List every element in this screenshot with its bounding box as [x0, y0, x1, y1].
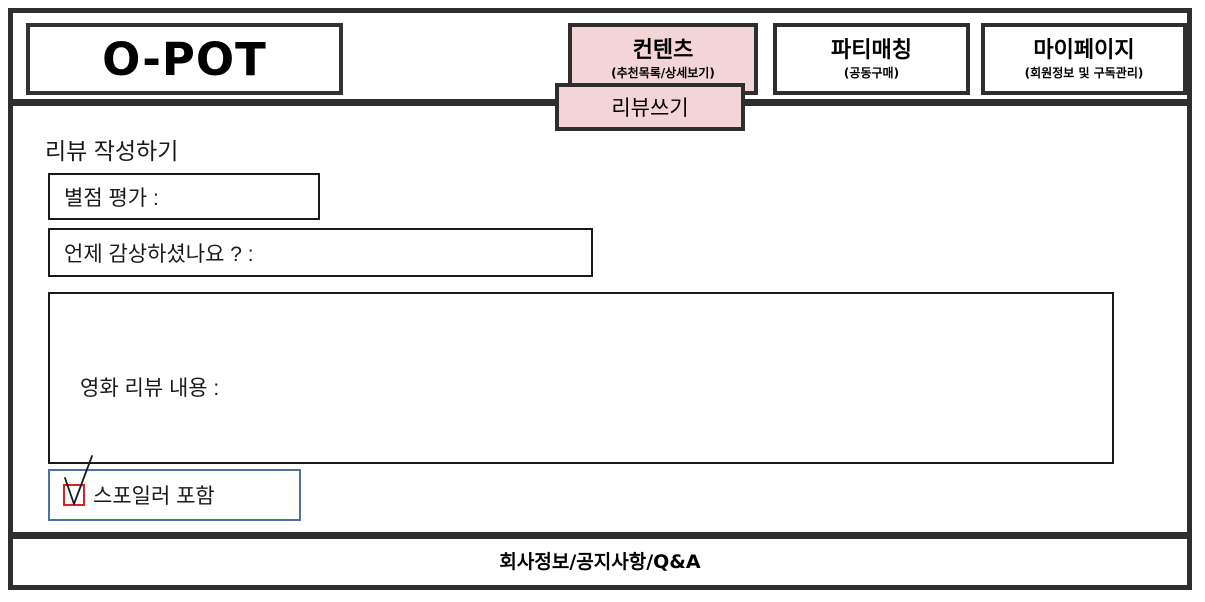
- watched-date-input[interactable]: 언제 감상하셨나요 ? :: [48, 228, 593, 277]
- nav-item-party-matching-subtitle: (공동구매): [843, 65, 900, 80]
- logo[interactable]: O-POT: [26, 23, 343, 95]
- checkbox-checked-icon[interactable]: [63, 455, 93, 506]
- nav-item-contents-subtitle: (추천목록/상세보기): [611, 65, 715, 80]
- watched-date-input-label: 언제 감상하셨나요 ? :: [64, 242, 254, 266]
- footer-divider: [13, 532, 1187, 539]
- nav-item-mypage[interactable]: 마이페이지 (회원정보 및 구독관리): [981, 23, 1187, 95]
- nav-item-party-matching[interactable]: 파티매칭 (공동구매): [773, 23, 970, 95]
- rating-input-label: 별점 평가 :: [64, 186, 159, 210]
- logo-text: O-POT: [102, 32, 267, 86]
- spoiler-checkbox-row[interactable]: 스포일러 포함: [48, 455, 301, 521]
- site-header: O-POT 컨텐츠 (추천목록/상세보기) 파티매칭 (공동구매) 마이페이지 …: [13, 13, 1187, 101]
- nav-item-mypage-subtitle: (회원정보 및 구독관리): [1024, 65, 1144, 80]
- nav-dropdown-item-write-review-label: 리뷰쓰기: [611, 97, 689, 120]
- nav-item-party-matching-title: 파티매칭: [831, 38, 912, 64]
- checkbox-square: [63, 484, 85, 506]
- footer-links[interactable]: 회사정보/공지사항/Q&A: [499, 551, 701, 573]
- review-body-label: 영화 리뷰 내용 :: [80, 377, 220, 400]
- rating-input[interactable]: 별점 평가 :: [48, 173, 320, 220]
- site-footer: 회사정보/공지사항/Q&A: [13, 539, 1187, 582]
- nav-item-contents-title: 컨텐츠: [632, 38, 694, 64]
- review-body-textarea[interactable]: 영화 리뷰 내용 :: [48, 292, 1114, 464]
- nav-item-mypage-title: 마이페이지: [1033, 38, 1135, 64]
- main-content: 리뷰 작성하기 별점 평가 : 언제 감상하셨나요 ? : 영화 리뷰 내용 :…: [13, 106, 1187, 532]
- nav-dropdown-item-write-review[interactable]: 리뷰쓰기: [555, 83, 745, 131]
- page-title: 리뷰 작성하기: [45, 138, 179, 164]
- spoiler-checkbox-label: 스포일러 포함: [93, 485, 215, 508]
